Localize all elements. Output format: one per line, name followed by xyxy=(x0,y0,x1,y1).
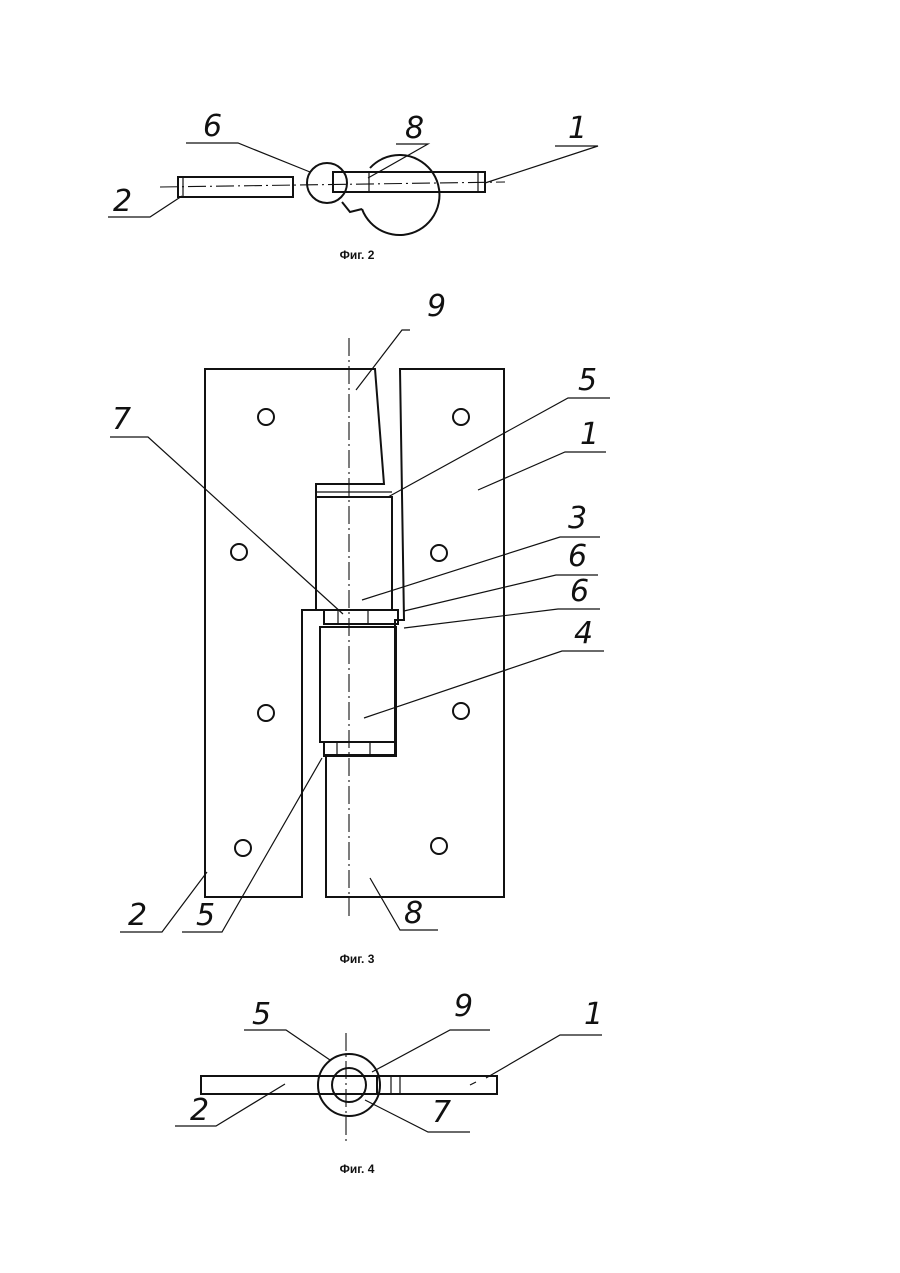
fig3-label-2: 2 xyxy=(128,898,147,933)
fig3-label-1: 1 xyxy=(580,417,599,452)
fig2-label-8: 8 xyxy=(405,111,424,146)
fig3-washer-bottom xyxy=(324,742,396,756)
figure-3: 9 5 1 7 3 6 6 4 2 5 8 Фиг. 3 xyxy=(110,289,610,966)
fig3-label-4: 4 xyxy=(574,616,593,651)
fig3-label-6a: 6 xyxy=(568,539,587,574)
fig2-leaders xyxy=(108,143,598,217)
fig2-label-2: 2 xyxy=(113,184,132,219)
fig3-label-7: 7 xyxy=(112,402,131,437)
fig3-knuckle-4 xyxy=(320,627,396,742)
fig4-left-leaf xyxy=(201,1076,377,1094)
fig4-label-1: 1 xyxy=(584,997,603,1032)
fig4-right-leaf xyxy=(377,1076,497,1094)
fig3-knuckle-3 xyxy=(316,492,392,610)
fig3-label-8: 8 xyxy=(404,896,423,931)
fig3-label-3: 3 xyxy=(568,501,587,536)
fig4-caption: Фиг. 4 xyxy=(340,1162,375,1176)
fig3-label-5-top: 5 xyxy=(578,363,597,398)
figure-2: 6 8 1 2 Фиг. 2 xyxy=(108,109,598,262)
fig3-label-6b: 6 xyxy=(570,574,589,609)
fig2-label-6: 6 xyxy=(203,109,222,144)
fig4-label-5: 5 xyxy=(252,997,271,1032)
fig2-right-leaf xyxy=(333,172,485,192)
figure-4: 5 9 1 2 7 Фиг. 4 xyxy=(175,989,603,1176)
fig2-label-1: 1 xyxy=(568,111,587,146)
fig2-caption: Фиг. 2 xyxy=(340,248,375,262)
fig4-label-2: 2 xyxy=(190,1093,209,1128)
fig3-leaders xyxy=(110,330,610,932)
fig4-knuckle-rings xyxy=(318,1054,380,1116)
fig4-label-9: 9 xyxy=(454,989,473,1024)
fig3-label-5-bottom: 5 xyxy=(196,898,215,933)
fig3-screw-holes xyxy=(231,409,469,856)
fig4-leaders xyxy=(175,1030,602,1132)
fig3-caption: Фиг. 3 xyxy=(340,952,375,966)
fig3-left-leaf xyxy=(205,369,384,897)
fig4-label-7: 7 xyxy=(432,1095,451,1130)
fig3-label-9: 9 xyxy=(427,289,446,324)
fig3-washer-6 xyxy=(324,610,398,624)
fig2-knuckle-ring xyxy=(307,155,439,235)
